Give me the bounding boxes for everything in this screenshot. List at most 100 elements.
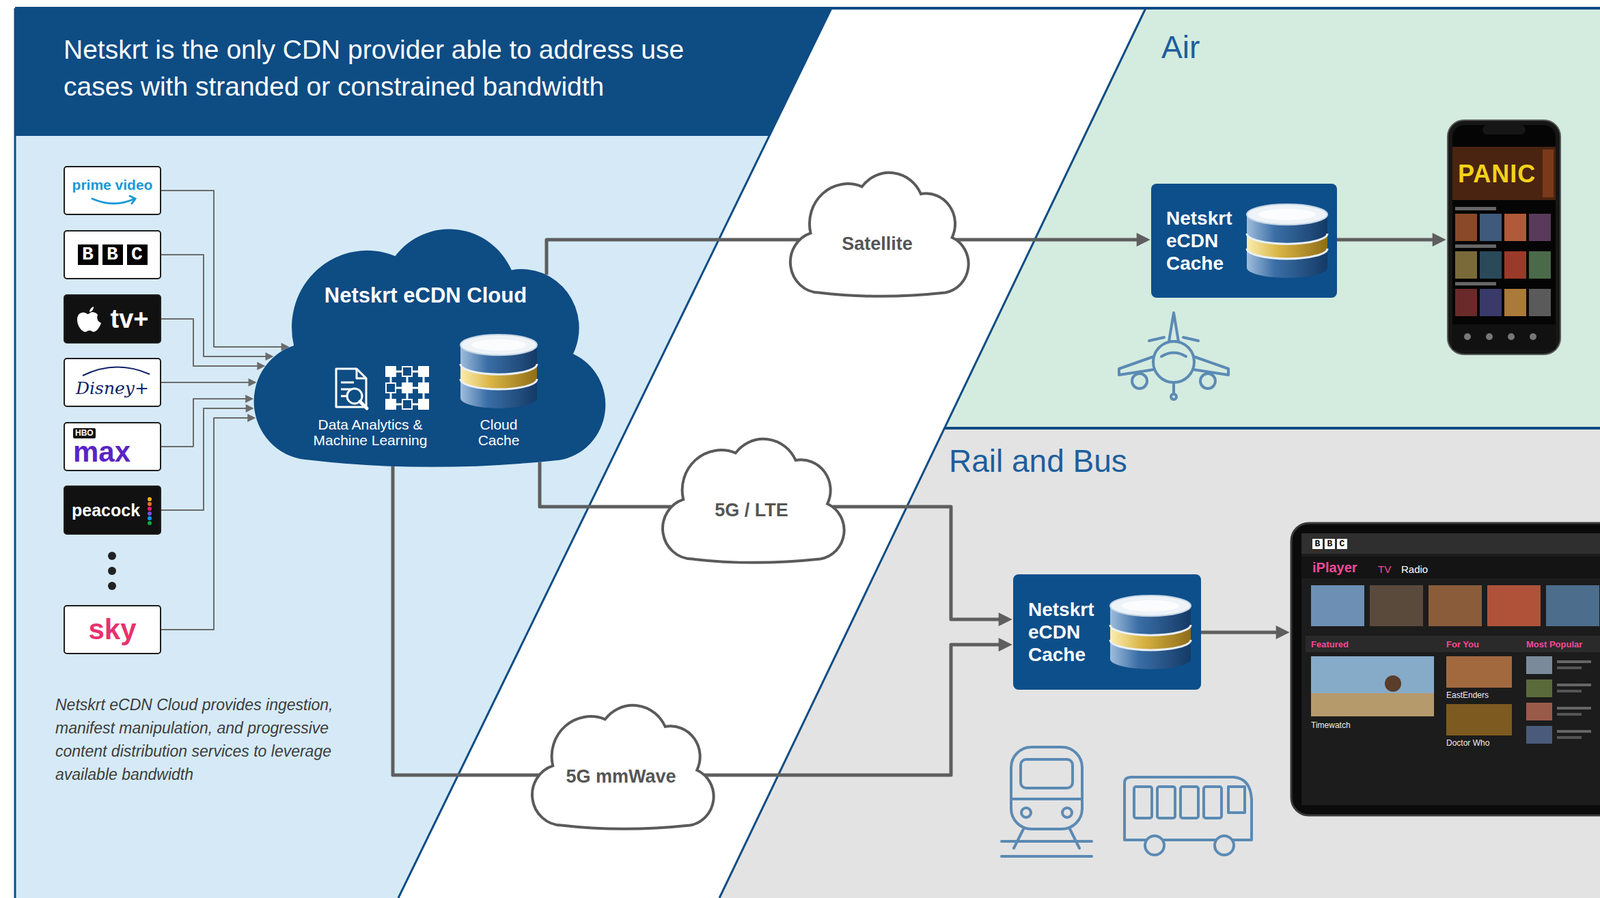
connector-arrow: [1336, 238, 1442, 242]
node-text: max: [73, 438, 131, 466]
database-icon: [1110, 625, 1191, 651]
tablet-body: [1556, 713, 1582, 716]
ml-grid-icon: [418, 366, 429, 377]
node-text: Netskrt eCDN Cache: [1028, 598, 1100, 667]
database-icon: [1246, 248, 1328, 279]
connector-arrow: [161, 254, 272, 357]
train-icon: [1011, 747, 1083, 830]
more-dots: [107, 582, 117, 591]
node-text: HBO: [73, 428, 96, 439]
bus-icon: [1134, 787, 1152, 819]
airplane-icon: [1161, 353, 1186, 358]
airplane-icon: [1119, 312, 1229, 400]
database-icon: [1121, 600, 1180, 613]
database-icon: [460, 334, 537, 356]
node-text: BBC: [77, 244, 148, 266]
connector-arrow: [955, 238, 1146, 242]
database-icon: [1246, 204, 1328, 225]
node-text: Netskrt eCDN Cache: [1166, 207, 1238, 275]
prime-smile: [92, 198, 135, 204]
database-icon: [1258, 209, 1317, 221]
analytics-icon: [336, 368, 367, 409]
bus-icon: [1214, 836, 1234, 856]
ml-grid-icon: [402, 399, 412, 410]
train-icon: [1001, 841, 1092, 857]
phone-body: [1452, 125, 1556, 350]
tablet-body: [1301, 556, 1600, 579]
airplane-icon: [1153, 341, 1195, 383]
database-icon: [460, 379, 537, 409]
node-text: Data Analytics & Machine Learning: [305, 416, 436, 449]
database-icon: [1246, 233, 1328, 244]
tablet-body: [1487, 585, 1541, 627]
connector-arrow: [704, 644, 1008, 776]
train-icon: [1001, 747, 1092, 857]
node-text: Cloud Cache: [461, 416, 537, 449]
connector-arrow: [161, 381, 255, 384]
airplane-icon: [1170, 394, 1177, 400]
node-decoration: [77, 306, 102, 333]
node-text: peacock: [71, 500, 141, 521]
airplane-icon: [1132, 373, 1148, 389]
service-logo-box: Disney+: [63, 357, 162, 408]
tablet-body: [1291, 523, 1600, 816]
phone-body: [1455, 213, 1478, 242]
ml-grid-icon: [418, 399, 429, 410]
bus-icon: [1203, 787, 1222, 819]
tablet-body: [1556, 683, 1592, 687]
node-decoration: [82, 366, 150, 376]
tablet-body: [1305, 636, 1600, 653]
tablet-body: [1556, 666, 1582, 670]
database-icon: [471, 339, 527, 352]
node-text: Featured: [1311, 639, 1349, 650]
phone-body: [1507, 333, 1515, 341]
phone-body: [1528, 213, 1551, 242]
phone-body: [1464, 333, 1471, 341]
connector-arrow: [539, 462, 672, 507]
more-dots: [107, 552, 117, 561]
service-logo-box: tv+: [63, 294, 162, 344]
connector-arrow: [161, 398, 252, 447]
node-text: iPlayer: [1312, 560, 1358, 576]
ml-grid-icon: [385, 366, 429, 410]
database-icon: [1246, 204, 1328, 279]
airplane-icon: [1119, 356, 1155, 376]
service-logo-box: BBC: [63, 230, 162, 280]
peacock-dots: [147, 502, 152, 507]
connector-arrow: [161, 418, 254, 630]
database-icon: [1110, 595, 1191, 617]
phone-body: [1485, 333, 1493, 341]
phone-body: [1504, 288, 1527, 317]
train-icon: [1013, 829, 1080, 849]
disney-arc: [82, 366, 150, 376]
ml-grid-icon: [385, 383, 396, 393]
node-text: tv+: [110, 304, 149, 335]
connector-arrow: [161, 319, 264, 367]
apple-mark: [77, 306, 102, 333]
rail-panel: [719, 428, 1600, 898]
train-icon: [1021, 808, 1031, 818]
device-screen: PANIC: [1446, 119, 1562, 356]
node-text: 5G / LTE: [714, 499, 789, 522]
cache-box: Netskrt eCDN Cache: [1013, 574, 1202, 691]
tablet-body: [1556, 690, 1582, 693]
network-cloud: 5G / LTE: [657, 437, 846, 565]
connector-arrow: [546, 239, 800, 275]
node-text: PANIC: [1457, 160, 1536, 188]
panel-border: [15, 6, 1600, 10]
tablet-body: [1556, 707, 1592, 710]
phone-body: [1455, 251, 1478, 279]
network-cloud: 5G mmWave: [527, 703, 715, 832]
node-shape: [790, 172, 969, 297]
node-text: Doctor Who: [1446, 738, 1490, 749]
node-text: Most Popular: [1526, 639, 1583, 650]
cloud-outline: [790, 172, 969, 297]
node-text: sky: [88, 614, 136, 646]
prime-smile: [92, 196, 136, 204]
phone-body: [1452, 324, 1556, 350]
airplane-icon: [1168, 312, 1179, 342]
database-icon: [1110, 640, 1191, 670]
peacock-dots: [147, 511, 152, 516]
database-icon: [460, 364, 537, 390]
node-decoration: [92, 196, 136, 204]
